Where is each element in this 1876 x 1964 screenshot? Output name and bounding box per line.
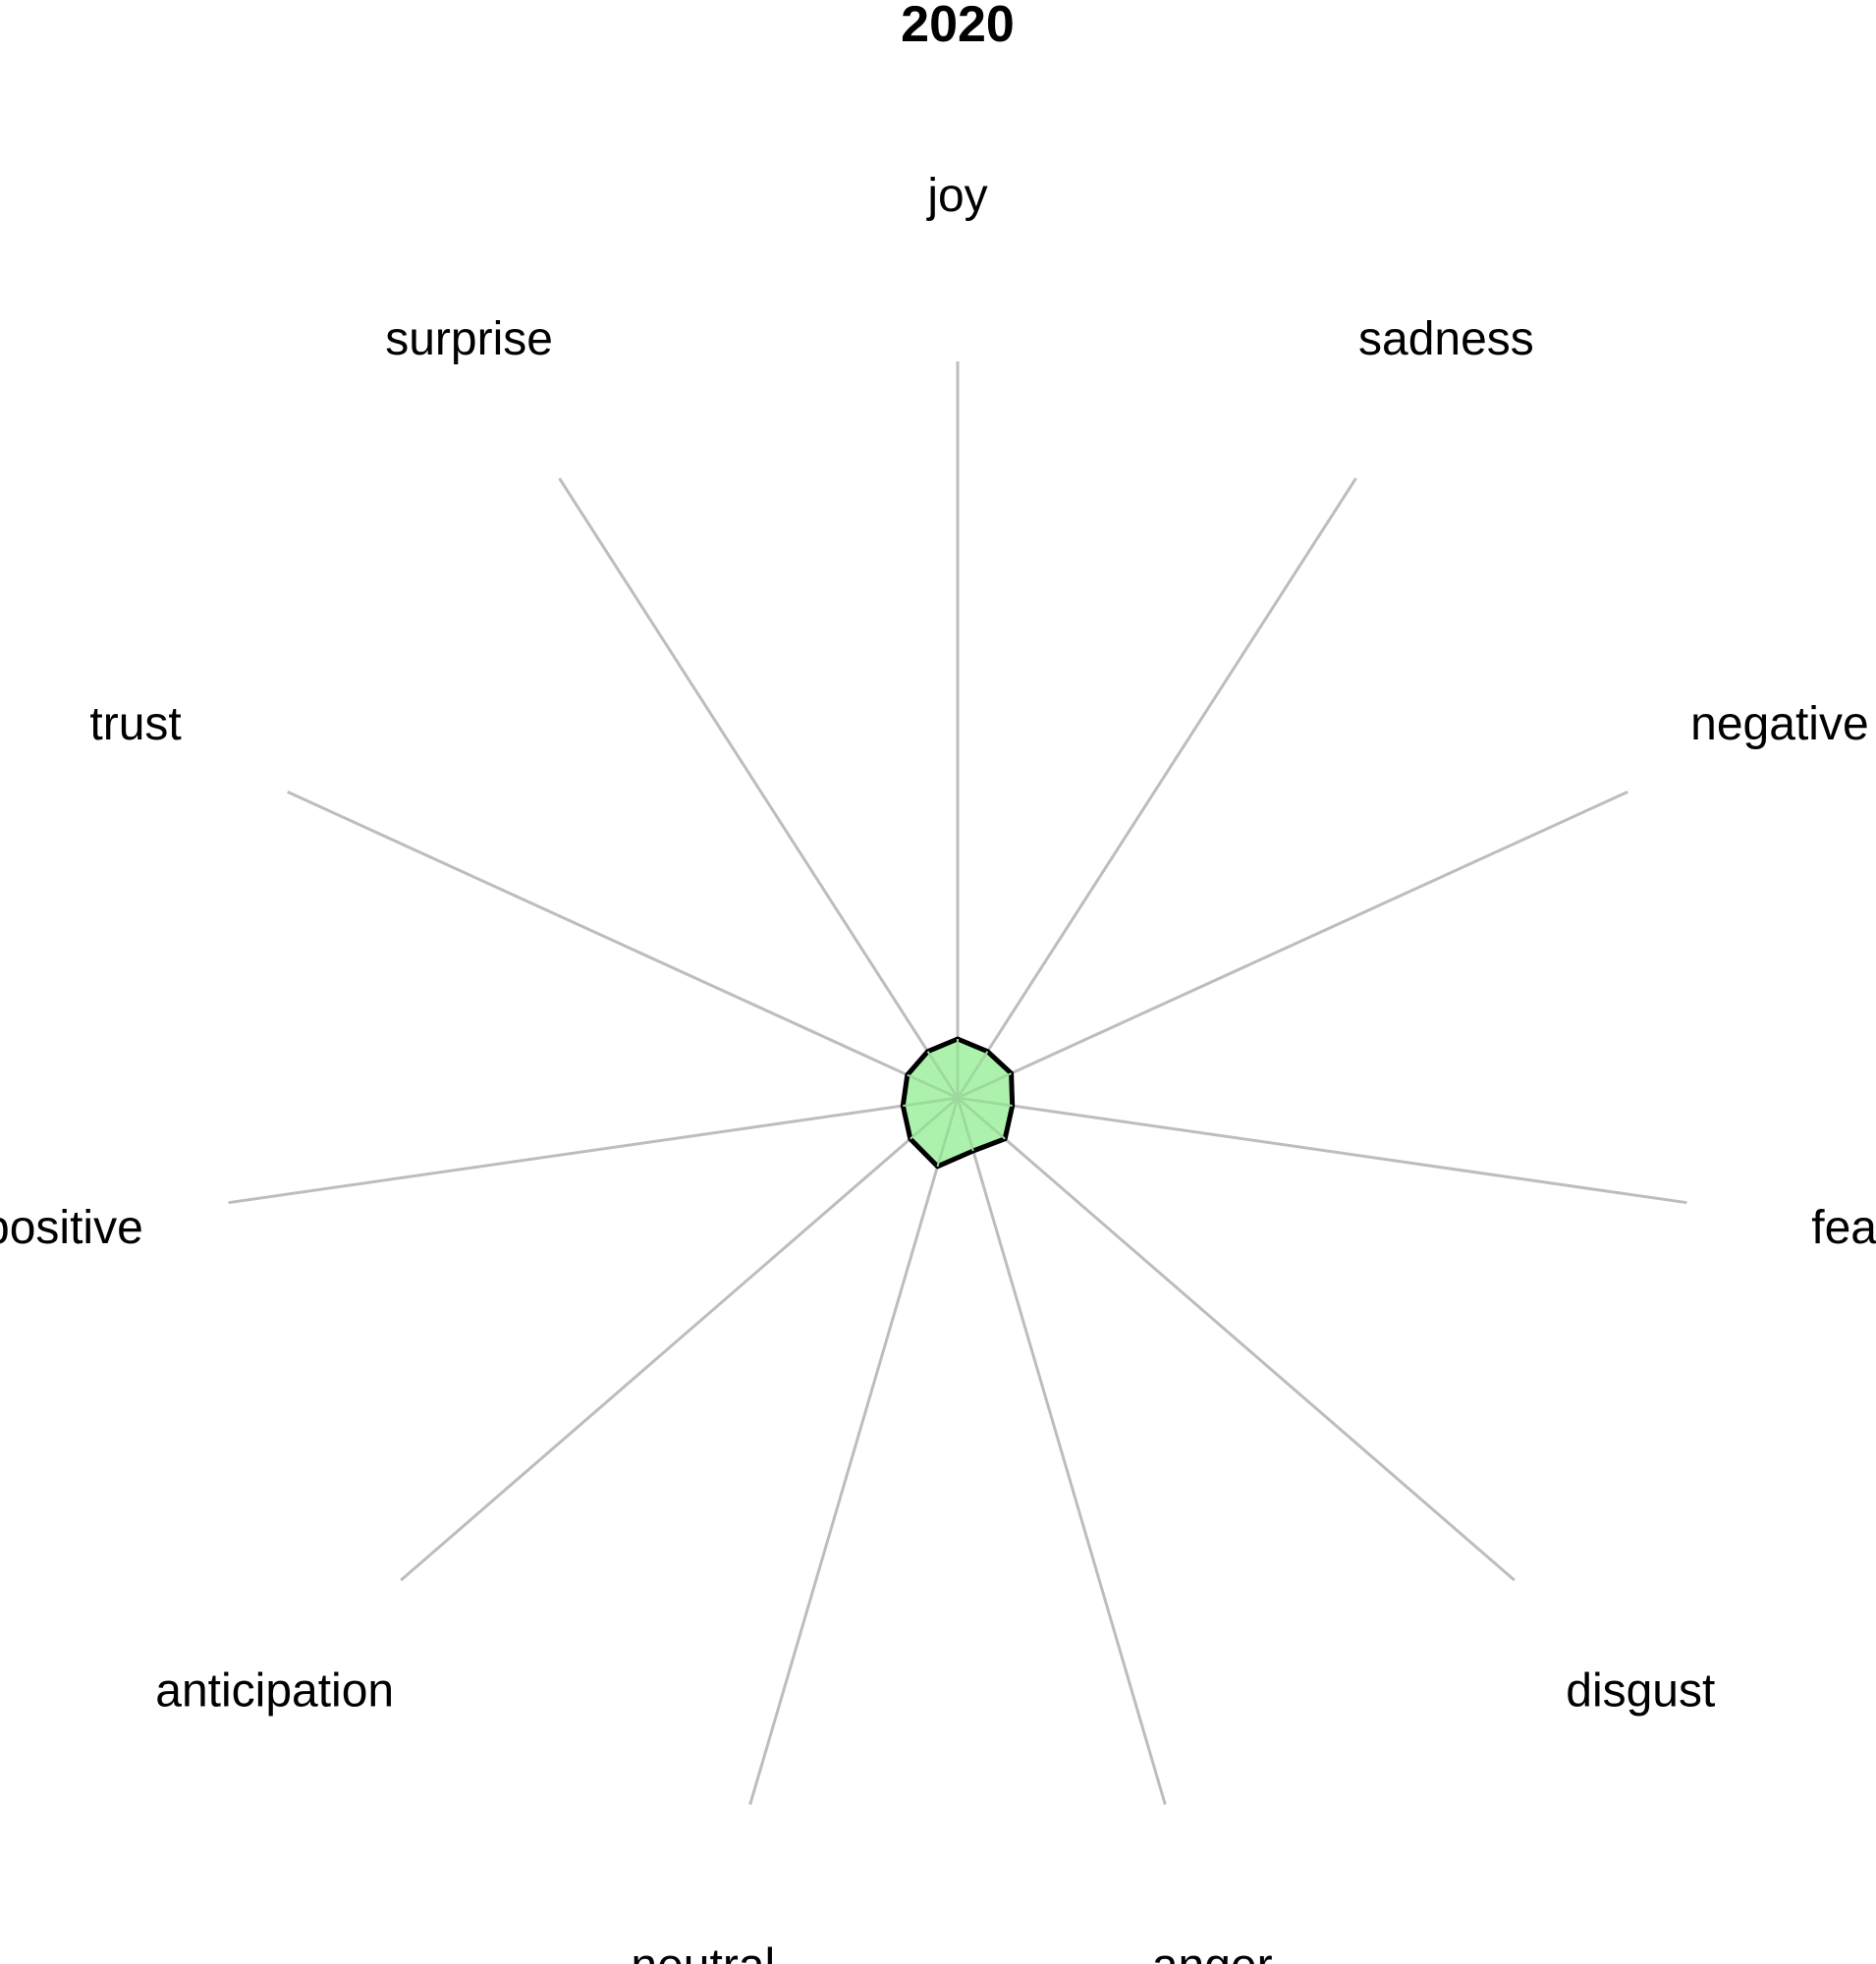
data-layer bbox=[900, 1036, 1016, 1170]
spoke-positive bbox=[228, 1096, 959, 1205]
axis-label-anticipation: anticipation bbox=[155, 1665, 394, 1718]
axis-label-positive: positive bbox=[0, 1202, 143, 1254]
data-point-negative bbox=[957, 1072, 1013, 1099]
data-point-trust bbox=[907, 1073, 959, 1099]
axis-label-disgust: disgust bbox=[1566, 1665, 1715, 1718]
spoke-surprise bbox=[558, 477, 960, 1099]
data-point-neutral bbox=[936, 1097, 959, 1168]
chart-title: 2020 bbox=[901, 0, 1015, 53]
data-point-fear bbox=[957, 1097, 1013, 1107]
axis-label-fear: fear bbox=[1811, 1202, 1876, 1254]
data-point-positive bbox=[903, 1097, 959, 1107]
data-point-anger bbox=[957, 1097, 974, 1152]
axis-label-sadness: sadness bbox=[1358, 313, 1534, 365]
axis-label-trust: trust bbox=[89, 698, 181, 750]
axis-label-anger: anger bbox=[1152, 1940, 1273, 1964]
spoke-trust bbox=[287, 791, 959, 1100]
axis-label-neutral: neutral bbox=[631, 1940, 775, 1964]
spoke-anger bbox=[956, 1097, 1167, 1806]
axis-label-surprise: surprise bbox=[385, 313, 553, 365]
series-polygon-0 bbox=[900, 1036, 1016, 1170]
data-point-sadness bbox=[957, 1051, 989, 1099]
spoke-sadness bbox=[956, 477, 1357, 1099]
spoke-anticipation bbox=[400, 1096, 959, 1582]
data-point-surprise bbox=[926, 1051, 959, 1099]
spoke-negative bbox=[957, 791, 1628, 1100]
axis-label-joy: joy bbox=[925, 170, 987, 222]
axis-labels-group: joy sadness negative fear disgust anger neutra… bbox=[0, 170, 1876, 1964]
spoke-neutral bbox=[748, 1097, 960, 1806]
data-point-anticipation bbox=[910, 1097, 959, 1140]
axis-label-negative: negative bbox=[1690, 698, 1868, 750]
data-point-disgust bbox=[957, 1097, 1006, 1140]
spoke-fear bbox=[957, 1096, 1687, 1205]
spoke-disgust bbox=[957, 1096, 1516, 1582]
spokes-group bbox=[228, 361, 1687, 1806]
